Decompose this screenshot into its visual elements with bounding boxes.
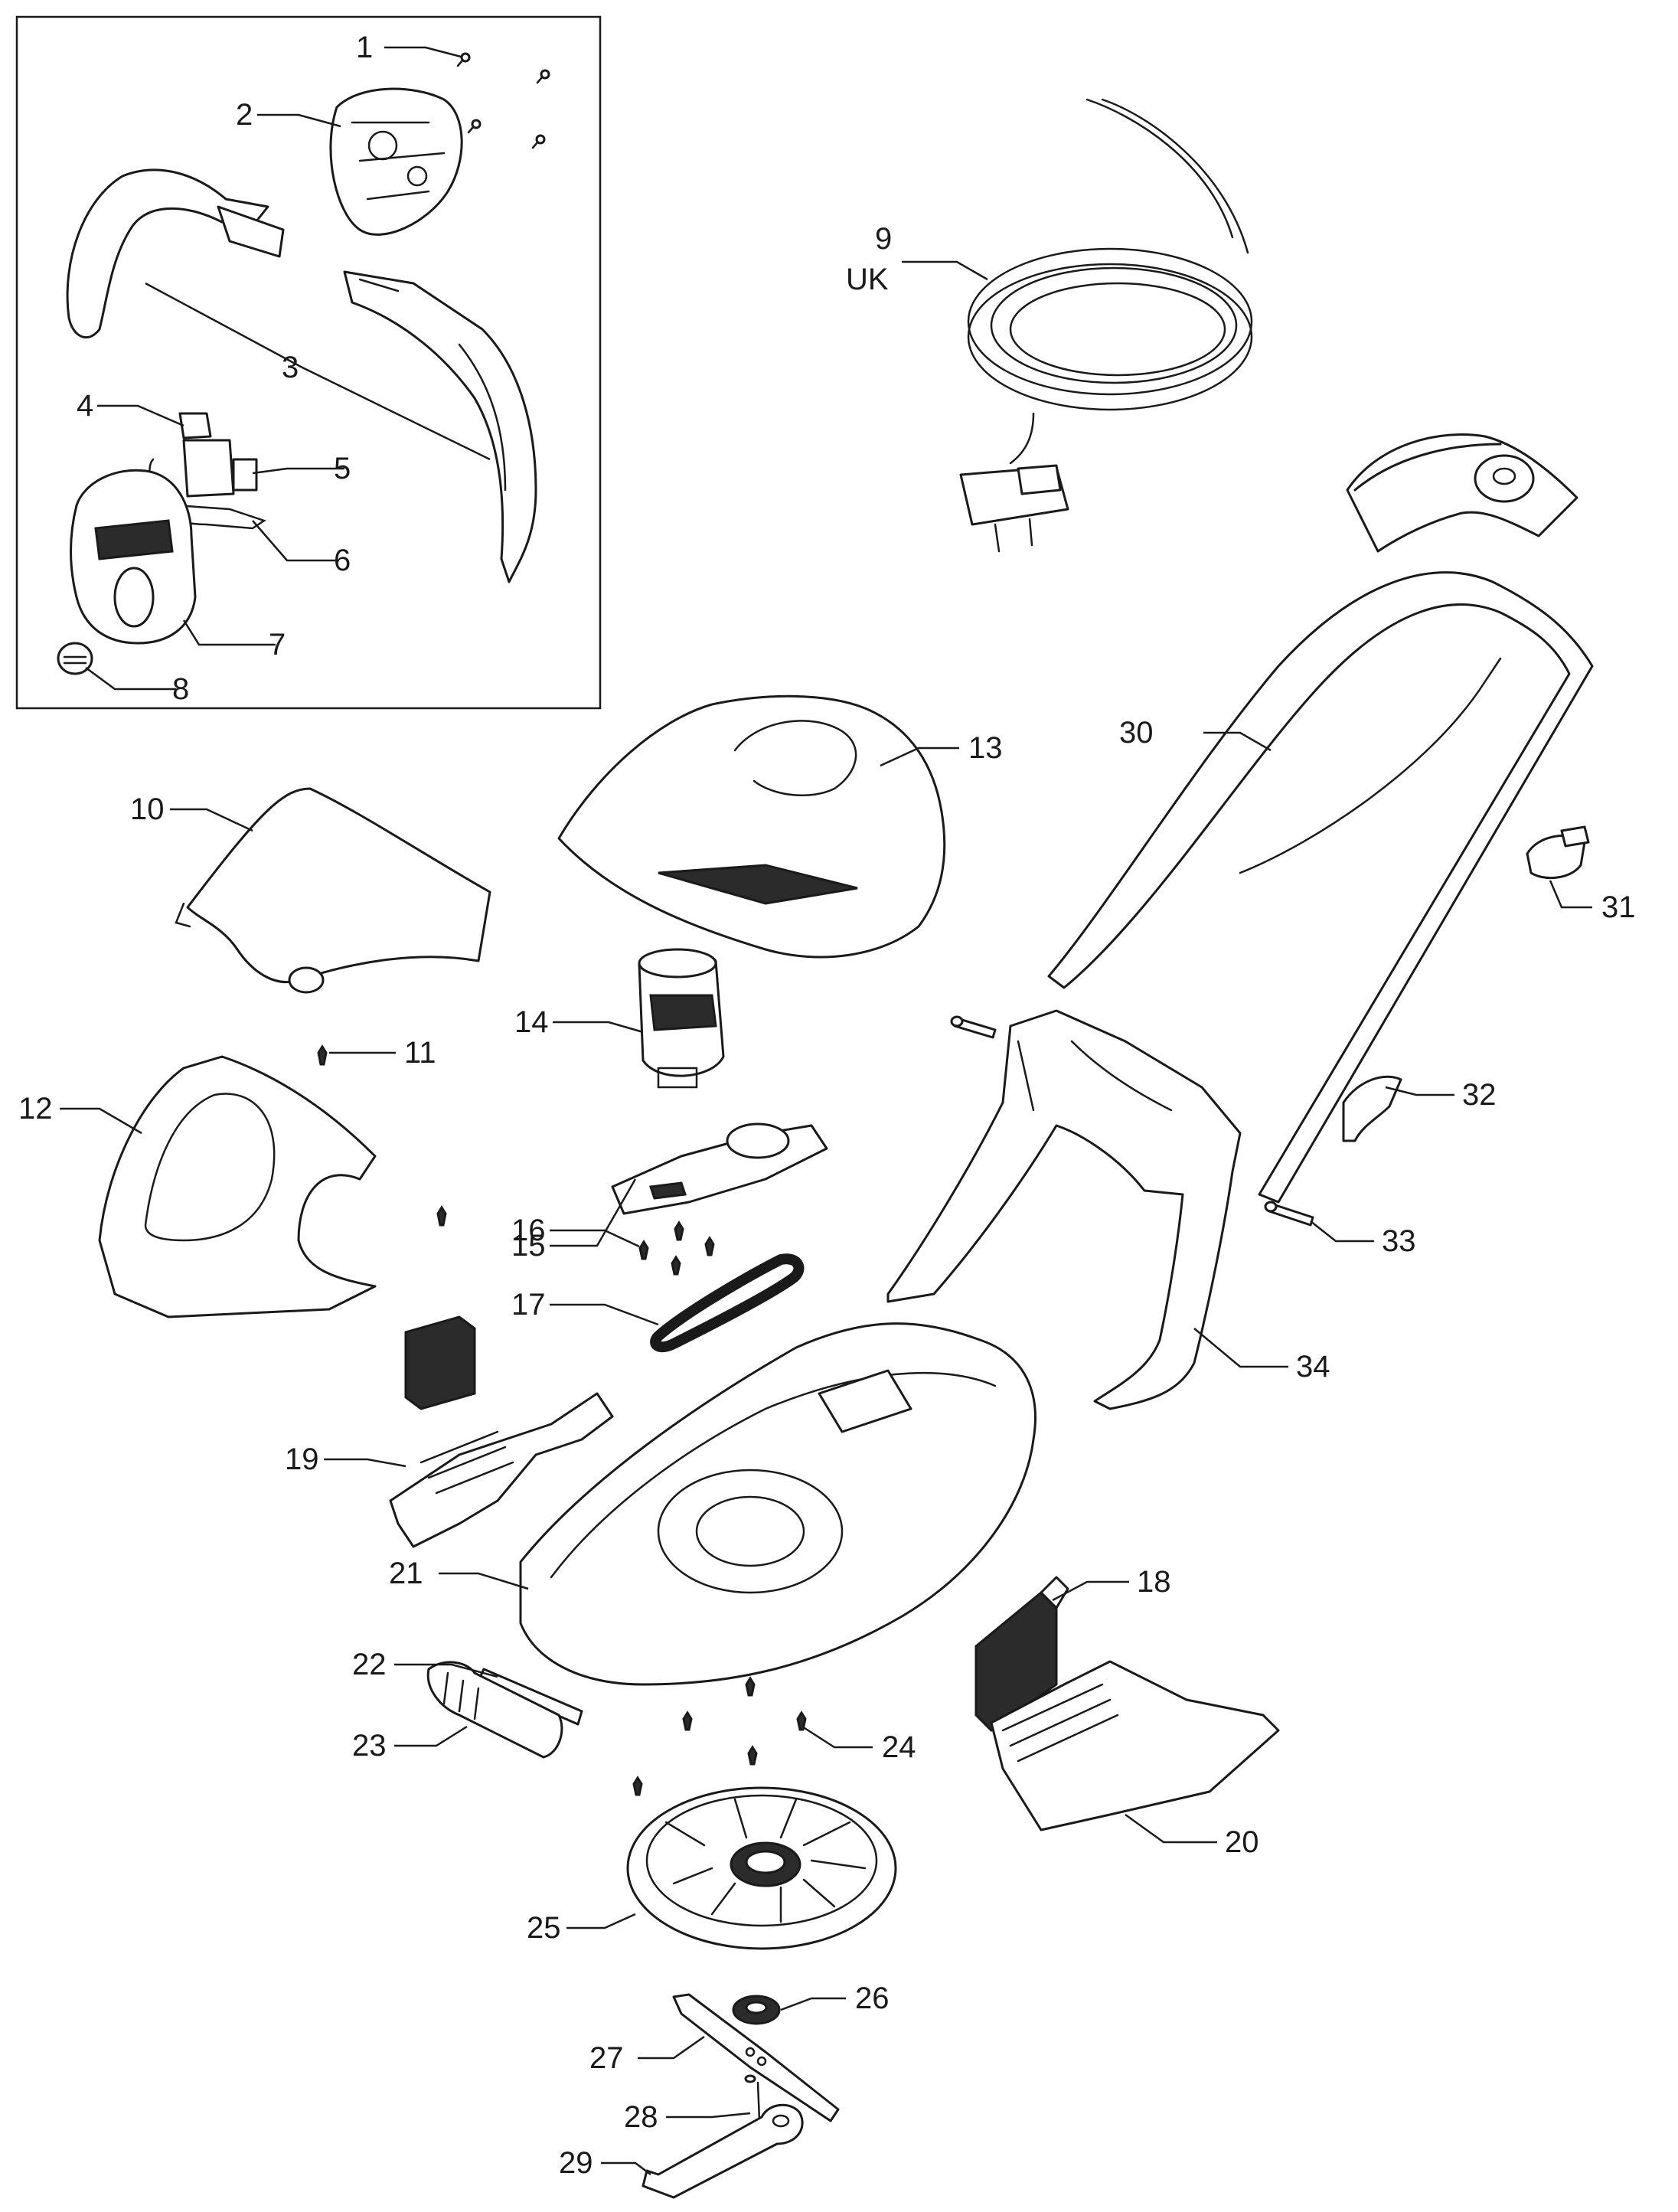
part-3-handle-halves xyxy=(66,168,537,583)
part-13-grass-box xyxy=(557,694,946,959)
callout-13: 13 xyxy=(968,731,1003,765)
inset-frame xyxy=(15,15,602,710)
callout-16: 16 xyxy=(511,1214,546,1247)
part-23-connector xyxy=(426,1661,563,1759)
part-32-lever xyxy=(1342,1075,1402,1142)
callout-24: 24 xyxy=(882,1730,916,1764)
part-7-switch-cover xyxy=(70,469,197,645)
callout-11: 11 xyxy=(404,1036,436,1070)
part-30-handle-bar xyxy=(1047,433,1594,1204)
callout-23: 23 xyxy=(352,1729,387,1763)
part-24-screws xyxy=(632,1676,807,1796)
callout-10: 10 xyxy=(130,792,165,826)
callout-32: 32 xyxy=(1462,1078,1497,1112)
part-14-motor xyxy=(638,948,725,1089)
part-1-screws xyxy=(456,52,550,149)
part-2-switch-plate xyxy=(329,87,463,236)
callout-30: 30 xyxy=(1119,716,1154,750)
part-31-knob xyxy=(1526,825,1590,880)
callout-33: 33 xyxy=(1382,1224,1416,1258)
callout-34: 34 xyxy=(1296,1350,1330,1384)
part-17-drive-belt xyxy=(650,1253,805,1353)
part-21-mower-deck xyxy=(519,1322,1037,1686)
callout-19: 19 xyxy=(285,1443,319,1476)
part-11-screws xyxy=(317,1044,447,1227)
part-10-grass-flap xyxy=(175,787,491,994)
part-16-screws xyxy=(638,1220,715,1276)
part-29-spanner xyxy=(641,2103,804,2199)
callout-31: 31 xyxy=(1601,890,1636,924)
callout-17: 17 xyxy=(511,1288,546,1322)
part-27-blade xyxy=(672,1993,840,2122)
callout-21: 21 xyxy=(389,1557,423,1590)
part-8-button xyxy=(57,642,93,675)
callout-3: 3 xyxy=(282,351,299,384)
leader-lines xyxy=(60,46,1592,2175)
part-34-handle-frame xyxy=(886,1009,1242,1410)
part-33-bolt xyxy=(950,1015,1314,1227)
callout-22: 22 xyxy=(352,1648,387,1681)
callout-labels: 1 2 3 4 5 6 7 8 9 UK 10 11 12 13 14 15 1… xyxy=(18,31,1636,2180)
callout-4: 4 xyxy=(77,389,93,423)
callout-9: 9 xyxy=(875,222,892,256)
part-12-rear-cover xyxy=(98,1055,377,1318)
callout-8: 8 xyxy=(172,672,189,706)
part-9-power-cable xyxy=(959,98,1253,553)
callout-5: 5 xyxy=(334,452,351,485)
callout-6: 6 xyxy=(334,544,351,577)
callout-27: 27 xyxy=(589,2041,624,2075)
callout-9-uk: UK xyxy=(846,263,889,296)
callout-7: 7 xyxy=(269,628,286,662)
callout-1: 1 xyxy=(356,31,373,64)
callout-2: 2 xyxy=(236,98,253,132)
part-26-blade-washer xyxy=(732,1995,781,2025)
callout-18: 18 xyxy=(1137,1565,1171,1599)
part-18-filter-sponge xyxy=(974,1576,1069,1732)
part-19-air-guide-left xyxy=(389,1315,614,1548)
part-4-5-6-switch-assembly xyxy=(149,412,266,530)
callout-12: 12 xyxy=(18,1092,53,1126)
callout-20: 20 xyxy=(1225,1825,1259,1859)
callout-26: 26 xyxy=(855,1982,890,2015)
callout-14: 14 xyxy=(514,1005,549,1039)
part-25-impeller-fan xyxy=(626,1786,897,1950)
part-20-air-guide-right xyxy=(990,1660,1280,1831)
callout-25: 25 xyxy=(527,1911,561,1945)
callout-29: 29 xyxy=(559,2146,593,2180)
callout-28: 28 xyxy=(624,2100,658,2134)
callout-15: 15 xyxy=(511,1229,546,1263)
part-15-motor-mount xyxy=(611,1122,828,1215)
